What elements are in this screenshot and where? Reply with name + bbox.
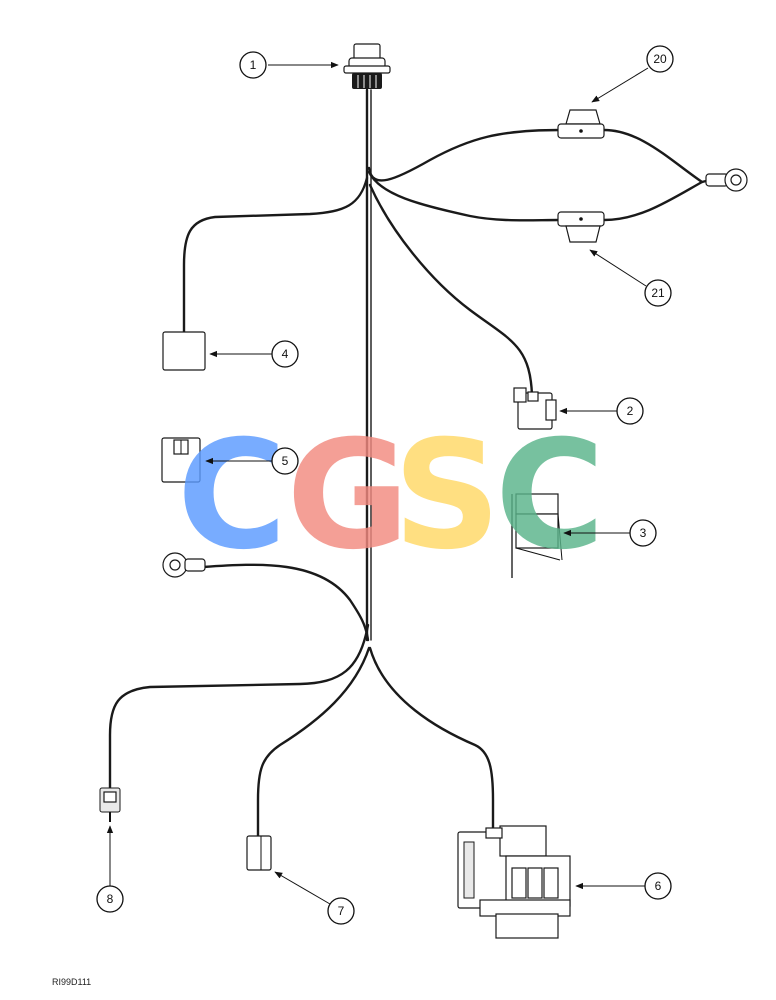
figure-code: RI99D111 (52, 977, 92, 987)
connector-1-bulkhead (343, 43, 391, 89)
connector-7 (246, 835, 272, 871)
callout-label-2: 2 (627, 404, 634, 418)
connector-20-inline (557, 109, 605, 139)
ring-terminal-right (705, 168, 748, 192)
callout-label-4: 4 (282, 347, 289, 361)
callout-label-3: 3 (640, 526, 647, 540)
callout-label-5: 5 (282, 454, 289, 468)
cgsc-watermark: C G S C (177, 409, 605, 583)
ring-terminal-left (162, 552, 206, 578)
connector-3-bracket (511, 493, 563, 578)
connector-8 (99, 787, 121, 822)
callout-5: 5 (205, 447, 299, 475)
wire-to-connector-7 (256, 646, 371, 840)
callout-label-20: 20 (653, 52, 667, 66)
callout-4: 4 (209, 340, 299, 368)
wire-to-connector-6 (368, 646, 495, 834)
callout-8: 8 (96, 825, 124, 913)
connector-2 (513, 387, 557, 430)
callout-20: 20 (591, 45, 674, 103)
connector-5 (161, 437, 201, 483)
connector-4 (162, 331, 206, 371)
wire-to-connector-4 (182, 176, 369, 334)
connector-21-inline (557, 211, 605, 243)
wire-to-connector-8 (108, 623, 370, 792)
callout-3: 3 (563, 519, 657, 547)
watermark-letter-c2: C (495, 409, 605, 583)
callout-1: 1 (239, 51, 339, 79)
watermark-letter-s: S (393, 409, 501, 583)
callout-label-21: 21 (651, 286, 665, 300)
wire-to-connector-21 (367, 170, 562, 222)
callout-label-7: 7 (338, 904, 345, 918)
callout-label-8: 8 (107, 892, 114, 906)
harness-wires (108, 88, 712, 840)
wire-to-ground-ring (201, 563, 370, 642)
callout-6: 6 (575, 872, 672, 900)
watermark-letter-g: G (286, 409, 409, 583)
callout-7: 7 (274, 871, 355, 925)
callout-21: 21 (589, 249, 672, 307)
callout-2: 2 (559, 397, 644, 425)
callout-label-6: 6 (655, 879, 662, 893)
watermark-letter-c1: C (177, 409, 287, 583)
callout-label-1: 1 (250, 58, 257, 72)
wire-to-connector-2 (368, 183, 534, 397)
component-6-module (457, 825, 571, 939)
wire-to-connector-20 (367, 128, 562, 182)
